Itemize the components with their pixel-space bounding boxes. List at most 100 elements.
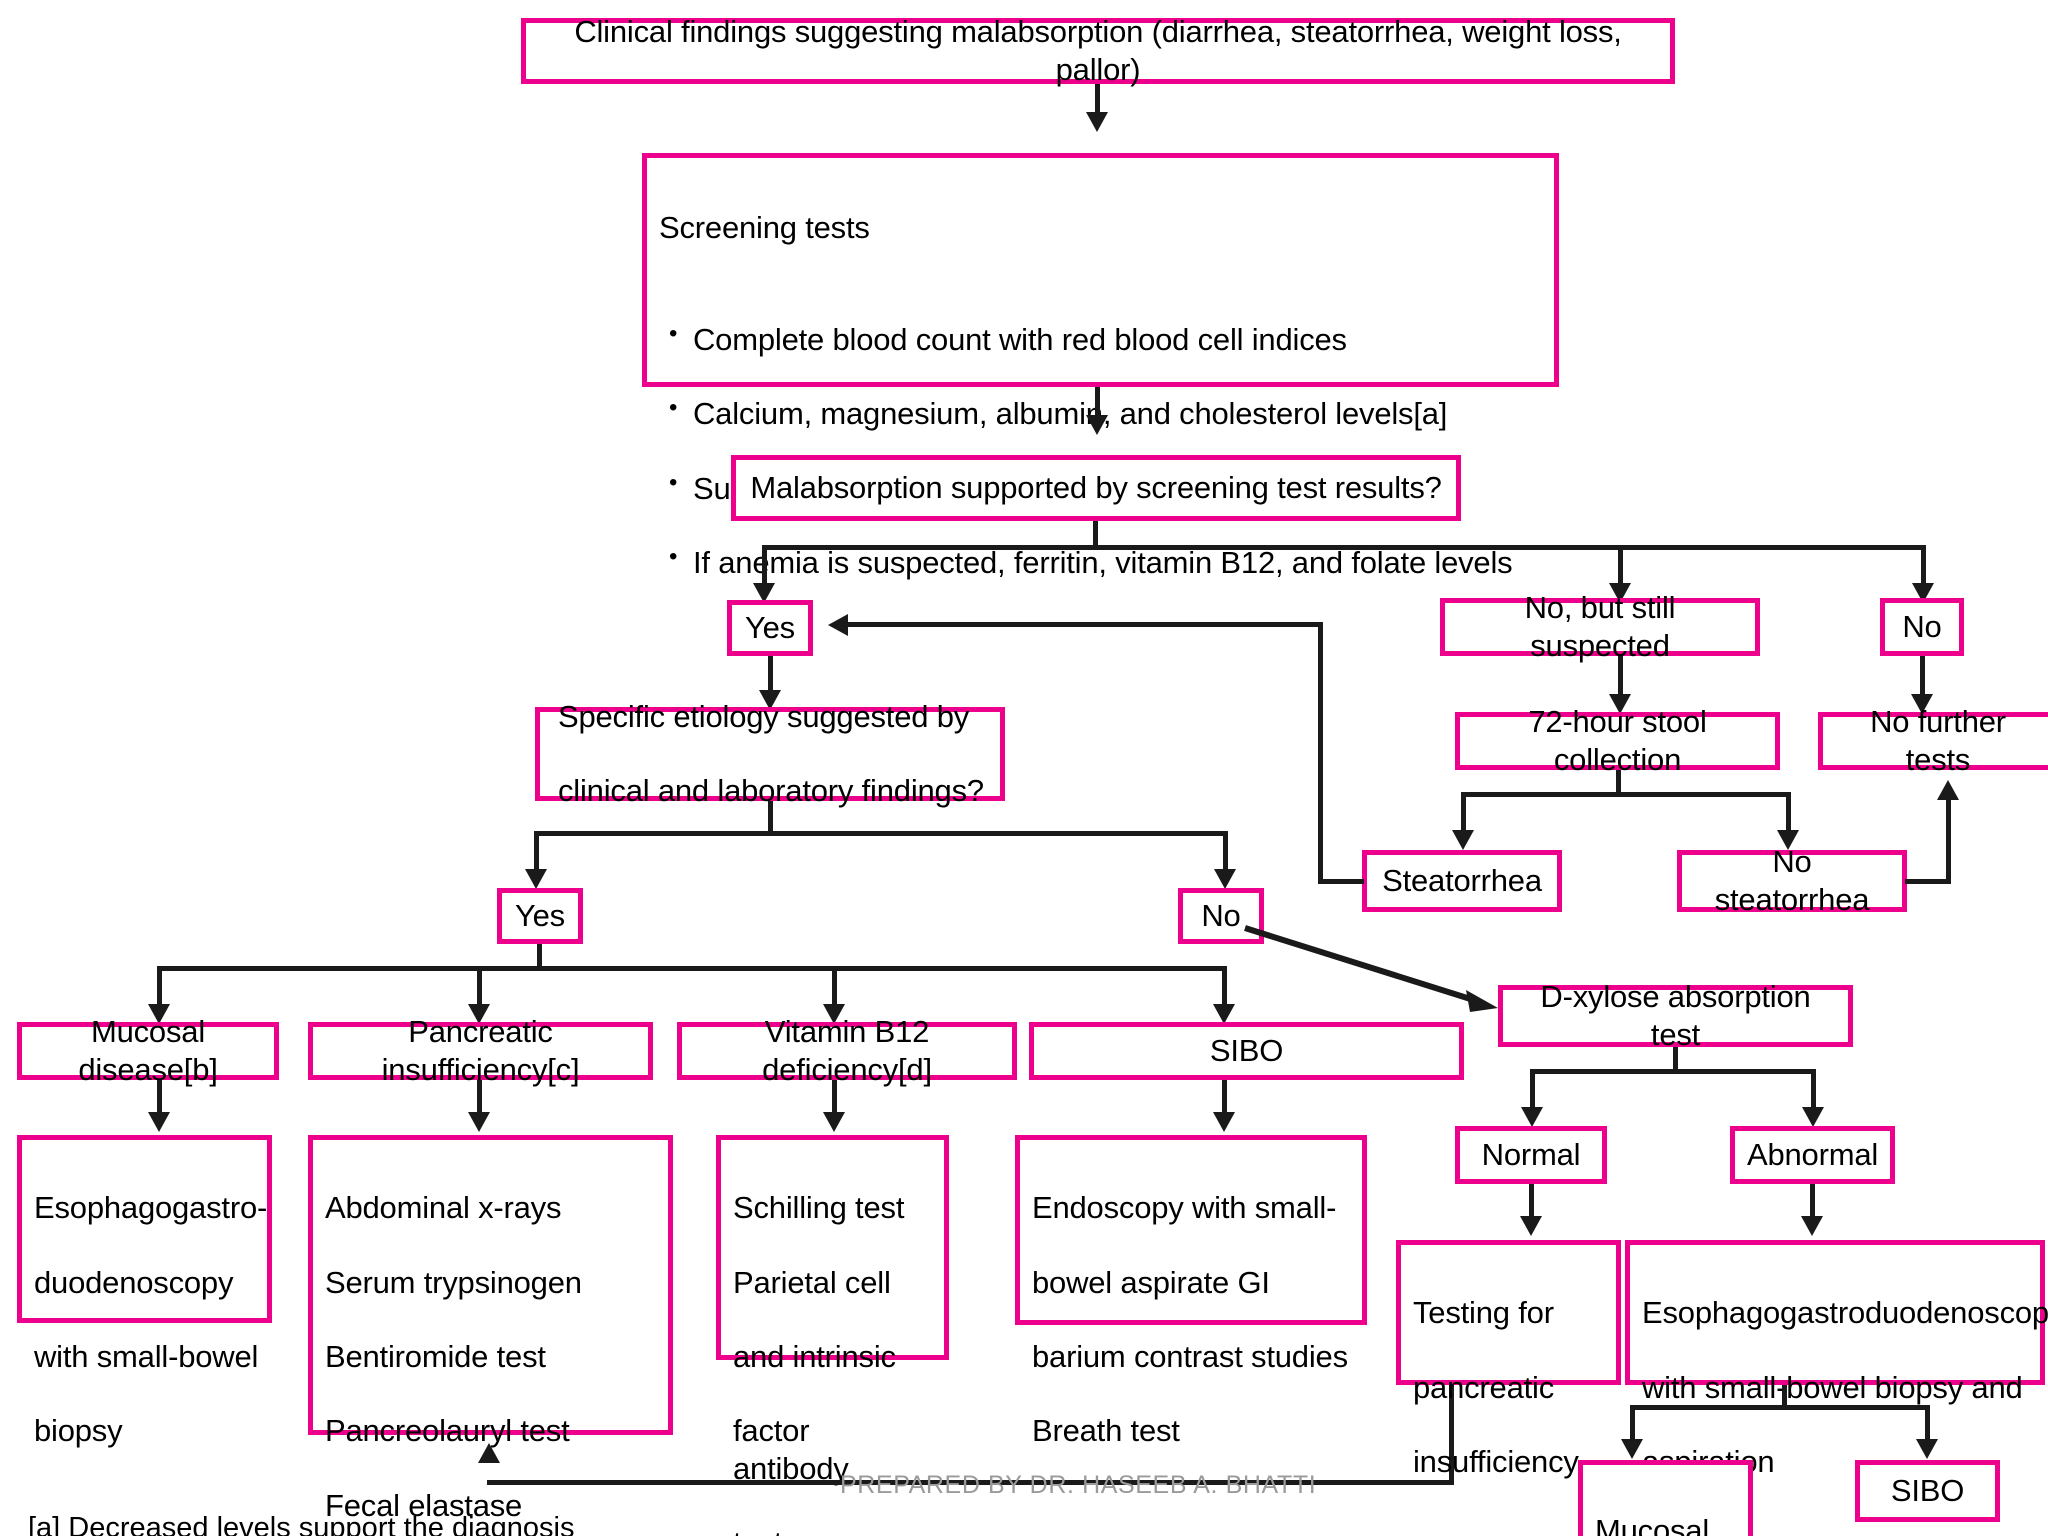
node-no-further-tests-label: No further tests (1870, 704, 2006, 777)
node-no-1: No (1880, 598, 1964, 656)
list-item: Complete blood count with red blood cell… (669, 320, 1512, 358)
node-b12-deficiency-label: Vitamin B12 deficiency[d] (762, 1014, 932, 1087)
detail-line: Parietal cell (733, 1264, 891, 1300)
connector-steat-to-yes1-horiz (1318, 879, 1364, 884)
connector-normal-to-testing (1529, 1184, 1534, 1220)
connector-etiology-stem (768, 801, 773, 833)
node-no-2: No (1178, 888, 1264, 944)
detail-line: Fecal elastase (325, 1487, 523, 1523)
arrow-b12-to-tests (823, 1112, 845, 1132)
connector-stool-bus (1461, 792, 1791, 797)
credit-text: PREPARED BY DR. HASEEB A. BHATTI (840, 1471, 1317, 1499)
screening-tests-list: Complete blood count with red blood cell… (659, 284, 1513, 619)
node-mucosal-disease-label: Mucosal disease[b] (78, 1014, 218, 1087)
connector-stool-to-nosteat (1786, 792, 1791, 834)
connector-steat-to-yes1-vert (1318, 622, 1323, 882)
connector-yes2-to-mucosal (157, 966, 162, 1008)
connector-b12-to-tests (832, 1080, 837, 1116)
connector-question-bus (762, 545, 1926, 550)
detail-line: Bentiromide test (325, 1338, 546, 1374)
arrow-yes2-to-sibo (1213, 1004, 1235, 1024)
connector-etiology-to-no2 (1223, 831, 1228, 873)
arrow-no1-to-nofurther (1911, 694, 1933, 714)
connector-bus-to-no1 (1921, 545, 1926, 587)
node-normal: Normal (1455, 1126, 1607, 1184)
connector-yes2-bus (157, 966, 1227, 971)
connector-findings-to-screening (1095, 84, 1100, 118)
connector-nosteat-to-nofurther-vert (1946, 800, 1951, 882)
node-stool-collection-label: 72-hour stool collection (1528, 704, 1707, 777)
node-no-further-tests: No further tests (1818, 704, 2048, 777)
detail-line: Pancreolauryl test (325, 1413, 570, 1449)
detail-line: insufficiency (1413, 1443, 1579, 1479)
arrow-etiology-to-yes2 (525, 869, 547, 889)
connector-screening-to-question (1095, 387, 1100, 421)
connector-sibo-to-tests (1222, 1080, 1227, 1116)
connector-nosteat-to-nofurther-horiz (1905, 879, 1951, 884)
arrow-screening-to-question (1086, 415, 1108, 435)
connector-dxylose-bus (1530, 1069, 1816, 1074)
connector-abnormal-to-egd (1810, 1184, 1815, 1220)
node-mucosal-disease: Mucosal disease[b] (17, 1014, 279, 1087)
detail-line: and intrinsic (733, 1338, 896, 1374)
node-stool-collection: 72-hour stool collection (1455, 704, 1780, 777)
connector-yes2-to-sibo (1222, 966, 1227, 1008)
node-yes-1-label: Yes (745, 609, 795, 645)
detail-line: Mucosal (1595, 1513, 1710, 1536)
node-b12-tests: Schilling test Parietal cell and intrins… (716, 1135, 949, 1536)
connector-egdasp-bus (1630, 1405, 1930, 1410)
list-item: If anemia is suspected, ferritin, vitami… (669, 543, 1513, 581)
detail-line: Esophagogastroduodenoscopy (1642, 1295, 2048, 1331)
node-dxylose-label: D-xylose absorption test (1540, 979, 1811, 1052)
arrow-feedback-to-pancreatic-tests (478, 1443, 500, 1463)
connector-yes2-to-pancreatic (477, 966, 482, 1008)
arrow-abnormal-to-egd (1801, 1216, 1823, 1236)
node-malabsorption-supported: Malabsorption supported by screening tes… (731, 455, 1461, 521)
arrow-pancreatic-to-tests (468, 1112, 490, 1132)
connector-etiology-bus (534, 831, 1228, 836)
node-steatorrhea-label: Steatorrhea (1382, 862, 1542, 898)
connector-bus-to-yes1 (762, 545, 767, 587)
node-yes-2: Yes (497, 888, 583, 944)
detail-line: Esophagogastro- (34, 1190, 268, 1226)
arrow-egdasp-to-mucosal2 (1621, 1439, 1643, 1459)
arrow-findings-to-screening (1086, 112, 1108, 132)
arrow-yes2-to-pancreatic (468, 1004, 490, 1024)
connector-steat-to-yes1-top (848, 622, 1321, 627)
connector-dxylose-to-abnormal (1811, 1069, 1816, 1111)
node-sibo-label: SIBO (1209, 1032, 1284, 1068)
arrow-etiology-to-no2 (1214, 869, 1236, 889)
connector-egdasp-to-mucosal2 (1630, 1405, 1635, 1443)
node-no-but-suspected: No, but still suspected (1440, 590, 1760, 663)
node-testing-pancreatic: Testing for pancreatic insufficiency (1396, 1240, 1621, 1479)
connector-feedback-horiz (487, 1480, 1454, 1485)
node-malabsorption-supported-label: Malabsorption supported by screening tes… (750, 469, 1442, 505)
connector-no2-to-dxylose (1244, 925, 1498, 1012)
connector-yes2-to-b12 (832, 966, 837, 1008)
node-pancreatic-insufficiency: Pancreatic insufficiency[c] (308, 1014, 653, 1087)
node-yes-1: Yes (727, 600, 813, 656)
connector-feedback-vert (1449, 1325, 1454, 1485)
arrow-egdasp-to-sibo2 (1916, 1439, 1938, 1459)
node-specific-etiology-line2: clinical and laboratory findings? (558, 773, 984, 809)
detail-line: duodenoscopy (34, 1264, 234, 1300)
detail-line: Abdominal x-rays (325, 1190, 562, 1226)
arrow-mucosal-to-egd (148, 1112, 170, 1132)
connector-question-stem (1093, 521, 1098, 547)
detail-line: with small-bowel biopsy and (1642, 1369, 2023, 1405)
connector-bus-to-nobut (1618, 545, 1623, 587)
node-dxylose: D-xylose absorption test (1498, 979, 1853, 1052)
detail-line: pancreatic (1413, 1369, 1555, 1405)
detail-line: biopsy (34, 1413, 123, 1449)
detail-line: Endoscopy with small- (1032, 1190, 1337, 1226)
node-no-but-suspected-label: No, but still suspected (1524, 590, 1676, 663)
arrow-bus-to-yes1 (753, 583, 775, 603)
node-no-steatorrhea-label: No steatorrhea (1714, 844, 1870, 917)
arrow-yes2-to-b12 (823, 1004, 845, 1024)
node-sibo: SIBO (1029, 1022, 1464, 1080)
connector-egdasp-to-sibo2 (1925, 1405, 1930, 1443)
node-sibo-2-label: SIBO (1890, 1472, 1965, 1508)
connector-mucosal-to-egd (157, 1080, 162, 1116)
footnote-text: [a] Decreased levels support the diagnos… (28, 1512, 575, 1536)
connector-egdasp-stem (1782, 1385, 1787, 1407)
